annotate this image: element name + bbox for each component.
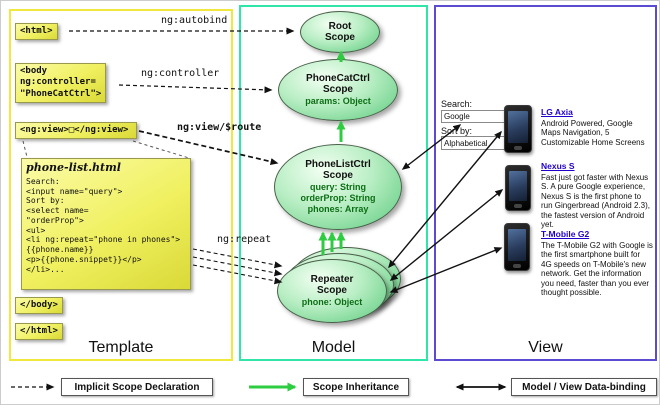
view-panel-label: View: [528, 339, 563, 356]
phone-description: Android Powered, Google Maps Navigation,…: [541, 119, 645, 147]
code-line: <p>{{phone.snippet}}</p>: [26, 254, 142, 264]
phone-screen: [509, 171, 527, 201]
phonecatctrl-scope-title: PhoneCatCtrl Scope: [306, 72, 370, 96]
phone-screen: [508, 111, 528, 143]
body-open-line1: <body: [20, 66, 48, 76]
phone-entry-nexus-s: Nexus S Fast just got faster with Nexus …: [541, 161, 653, 230]
code-line: </li>...: [26, 264, 65, 274]
phone-description: Fast just got faster with Nexus S. A pur…: [541, 173, 650, 230]
legend-databinding-label: Model / View Data-binding: [522, 381, 646, 393]
phone-list-template-title: phone-list.html: [26, 161, 121, 174]
body-open-line3: "PhoneCatCtrl">: [20, 88, 102, 99]
phone-image-tmobile-g2[interactable]: [504, 223, 530, 271]
phonelistctrl-scope-prop: orderProp: String: [300, 192, 376, 203]
template-panel: Template: [9, 9, 233, 361]
repeater-scope-title: Repeater Scope: [310, 273, 354, 297]
ng-controller-label: ng:controller: [141, 68, 220, 79]
ng-view-tag-box: <ng:view>□</ng:view>: [15, 122, 137, 140]
html-close-tag-box: </html>: [15, 323, 63, 341]
view-sortby-label: Sort by:: [441, 126, 473, 136]
ng-autobind-label: ng:autobind: [161, 15, 228, 26]
body-open-line2: ng:controller=: [20, 77, 96, 88]
phonelistctrl-scope-ellipse: PhoneListCtrl Scope query: String orderP…: [274, 144, 402, 230]
code-line: "orderProp">: [26, 215, 84, 225]
html-open-tag-box: <html>: [15, 23, 58, 41]
root-scope-title: Root Scope: [324, 20, 355, 44]
model-panel-label: Model: [311, 339, 356, 356]
code-line: {{phone.name}}: [26, 245, 94, 254]
phone-name-link[interactable]: Nexus S: [541, 161, 575, 171]
code-line: Search:: [26, 176, 60, 186]
code-line: <input name="query">: [26, 186, 123, 196]
repeater-scope-ellipse: Repeater Scope phone: Object: [277, 259, 387, 323]
root-scope-ellipse: Root Scope: [300, 11, 380, 53]
phone-key: [514, 146, 522, 150]
html-open-tag-text: <html>: [20, 26, 53, 36]
body-controller-box: <body ng:controller= "PhoneCatCtrl">: [15, 63, 107, 103]
phone-key: [513, 264, 521, 268]
code-line: <li ng:repeat="phone in phones">: [26, 235, 181, 245]
phonelistctrl-scope-title: PhoneListCtrl Scope: [305, 158, 371, 182]
ng-repeat-label: ng:repeat: [217, 234, 272, 245]
phonelistctrl-scope-prop: phones: Array: [307, 204, 369, 215]
template-panel-label: Template: [88, 339, 154, 356]
legend-implicit-scope-declaration: Implicit Scope Declaration: [61, 378, 213, 396]
phone-image-lg-axia[interactable]: [504, 105, 532, 153]
repeater-scope-prop: phone: Object: [301, 296, 363, 307]
phone-entry-tmobile-g2: T-Mobile G2 The T-Mobile G2 with Google …: [541, 229, 653, 298]
phone-list-template-box: phone-list.html Search: <input name="que…: [21, 158, 191, 290]
legend-implicit-label: Implicit Scope Declaration: [74, 381, 200, 393]
phone-key: [514, 204, 522, 208]
phonecatctrl-scope-prop: params: Object: [305, 95, 371, 106]
code-line: <select name=: [26, 206, 89, 215]
phonelistctrl-scope-prop: query: String: [309, 181, 366, 192]
code-line: <ul>: [26, 225, 46, 235]
ng-view-tag-text: <ng:view>□</ng:view>: [20, 125, 129, 135]
phone-name-link[interactable]: T-Mobile G2: [541, 229, 590, 239]
phone-description: The T-Mobile G2 with Google is the first…: [541, 241, 653, 298]
legend-scope-inheritance: Scope Inheritance: [303, 378, 409, 396]
body-close-tag-text: </body>: [20, 300, 58, 310]
phone-screen: [508, 229, 526, 261]
code-line: Sort by:: [26, 196, 65, 206]
html-close-tag-text: </html>: [20, 326, 58, 336]
view-sortby-selected-option: Alphabetical: [444, 138, 488, 148]
ng-view-route-label: ng:view/$route: [177, 122, 262, 133]
legend-inheritance-label: Scope Inheritance: [312, 381, 400, 393]
body-close-tag-box: </body>: [15, 297, 63, 315]
legend-model-view-databinding: Model / View Data-binding: [511, 378, 657, 396]
phone-image-nexus-s[interactable]: [505, 165, 531, 211]
view-search-input[interactable]: [441, 110, 505, 123]
phone-name-link[interactable]: LG Axia: [541, 107, 573, 117]
view-search-label: Search:: [441, 99, 473, 109]
phonecatctrl-scope-ellipse: PhoneCatCtrl Scope params: Object: [278, 59, 398, 121]
phone-entry-lg-axia: LG Axia Android Powered, Google Maps Nav…: [541, 107, 653, 147]
